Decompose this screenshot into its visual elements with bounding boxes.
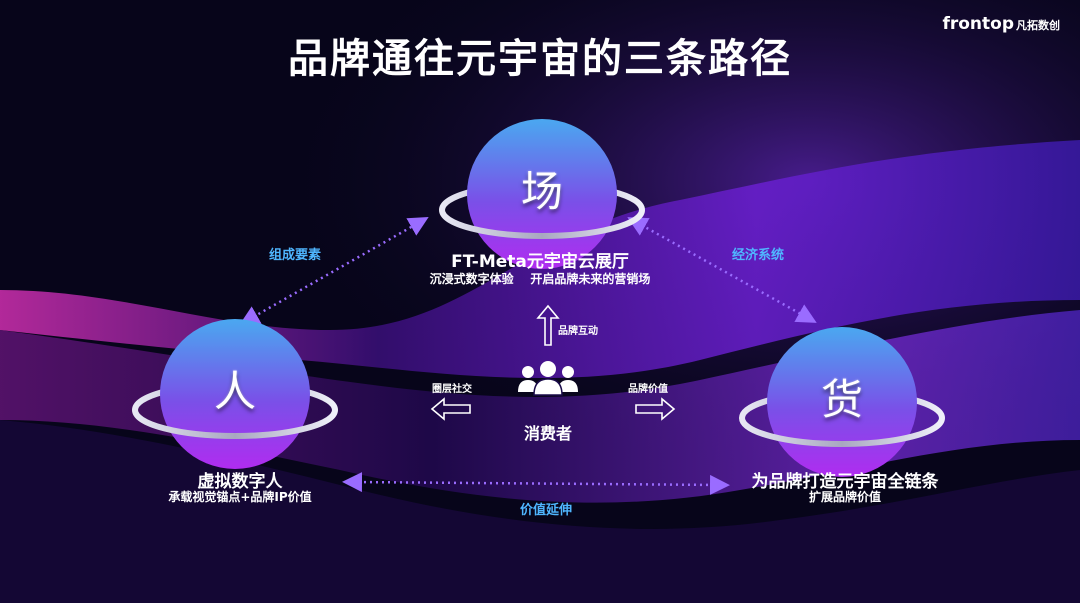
planet-right-graphic	[739, 327, 945, 477]
arrow-left-icon	[430, 397, 471, 421]
edge-line-left-top	[239, 217, 429, 325]
node-left-subtitle: 承载视觉锚点+品牌IP价值	[168, 490, 312, 504]
node-top-subtitle: 沉浸式数字体验 开启品牌未来的营销场	[429, 272, 651, 286]
consumer-right-label: 品牌价值	[628, 384, 668, 395]
node-top-title: FT-Meta元宇宙云展厅	[451, 252, 629, 272]
planet-top-glyph: 场	[520, 167, 563, 216]
planet-right-glyph: 货	[820, 375, 863, 424]
edge-label-left-top: 组成要素	[269, 248, 322, 263]
arrow-up-icon	[536, 304, 560, 346]
consumer-group-icon	[518, 361, 578, 396]
planet-left: 人	[130, 318, 340, 488]
planet-top-graphic	[439, 119, 645, 269]
node-right-subtitle: 扩展品牌价值	[808, 490, 881, 504]
logo-text: frontop	[942, 14, 1014, 34]
arrow-right-icon	[635, 397, 676, 421]
planet-right: 货	[737, 326, 947, 496]
node-right-title: 为品牌打造元宇宙全链条	[751, 472, 939, 492]
brand-logo: frontop 凡拓数创	[942, 14, 1060, 34]
consumer-up-label: 品牌互动	[558, 326, 598, 337]
edge-line-left-right	[342, 472, 730, 495]
planet-top: 场	[437, 118, 647, 288]
planet-left-graphic	[132, 319, 338, 469]
edge-label-top-right: 经济系统	[732, 248, 785, 263]
consumer-label: 消费者	[523, 424, 572, 443]
page-title: 品牌通往元宇宙的三条路径	[288, 36, 792, 82]
planet-left-glyph: 人	[213, 367, 256, 416]
edge-label-left-right: 价值延伸	[520, 503, 573, 518]
node-left-title: 虚拟数字人	[197, 472, 283, 492]
consumer-left-label: 圈层社交	[432, 384, 472, 395]
logo-cn-text: 凡拓数创	[1016, 19, 1060, 32]
